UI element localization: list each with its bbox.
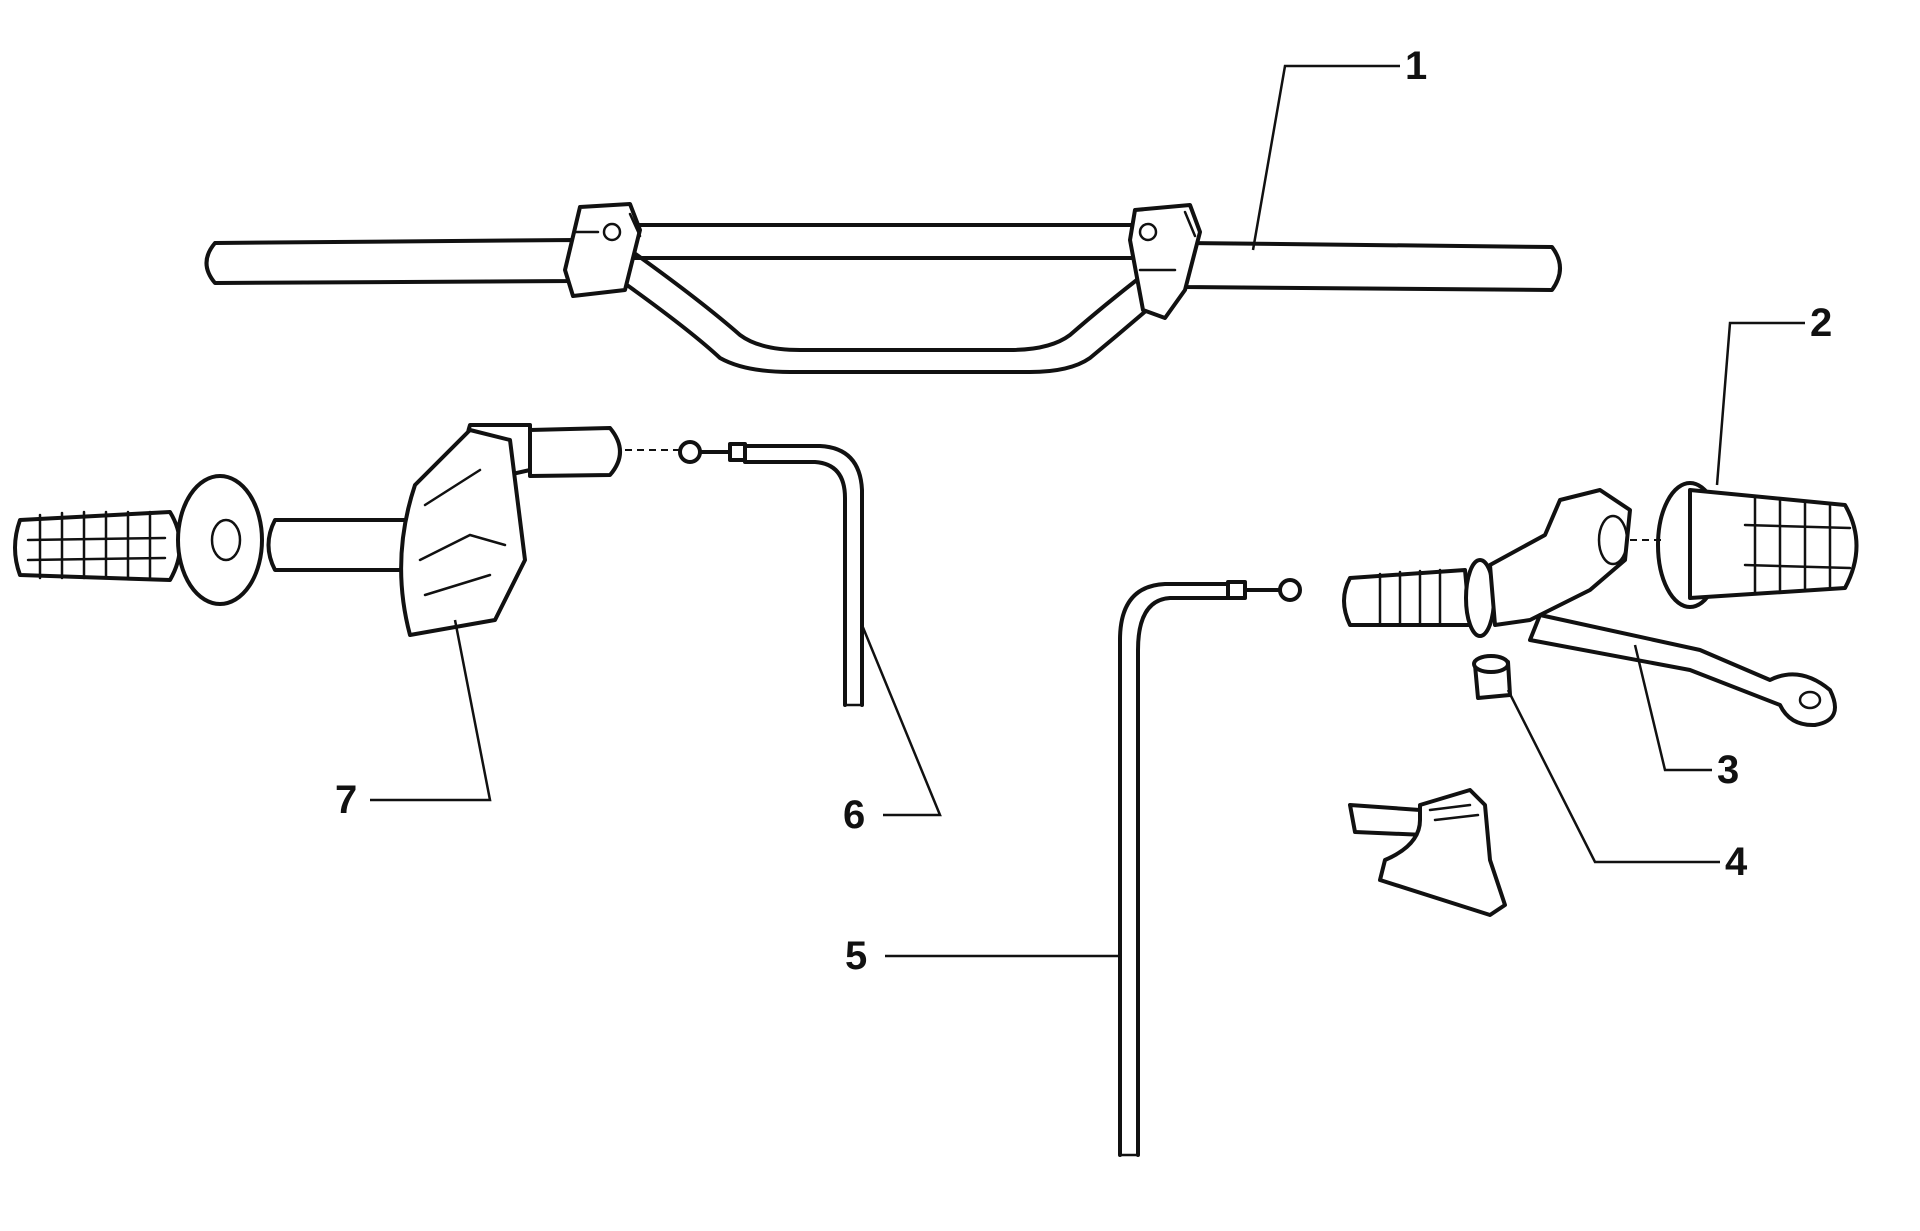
clutch-lever-assembly bbox=[1342, 488, 1837, 728]
callout-6: 6 bbox=[843, 793, 865, 837]
leader-lines bbox=[370, 64, 1805, 958]
callout-3: 3 bbox=[1717, 748, 1739, 792]
grip bbox=[1656, 481, 1859, 609]
leader-3 bbox=[1633, 644, 1712, 772]
throttle-cable bbox=[678, 440, 864, 707]
leader-2 bbox=[1715, 321, 1805, 486]
leader-6 bbox=[860, 624, 942, 817]
leader-7 bbox=[370, 619, 492, 802]
callout-4: 4 bbox=[1725, 840, 1748, 884]
bushing bbox=[1472, 654, 1512, 700]
leader-1 bbox=[1251, 64, 1400, 251]
throttle-assembly bbox=[13, 423, 680, 637]
clutch-cable bbox=[1118, 578, 1302, 1157]
callout-5: 5 bbox=[845, 934, 867, 978]
callout-7: 7 bbox=[335, 778, 357, 822]
switch-cover bbox=[1348, 788, 1507, 917]
handlebar bbox=[204, 202, 1562, 374]
leader-4 bbox=[1506, 689, 1720, 864]
callout-1: 1 bbox=[1405, 44, 1427, 88]
callout-2: 2 bbox=[1810, 301, 1832, 345]
